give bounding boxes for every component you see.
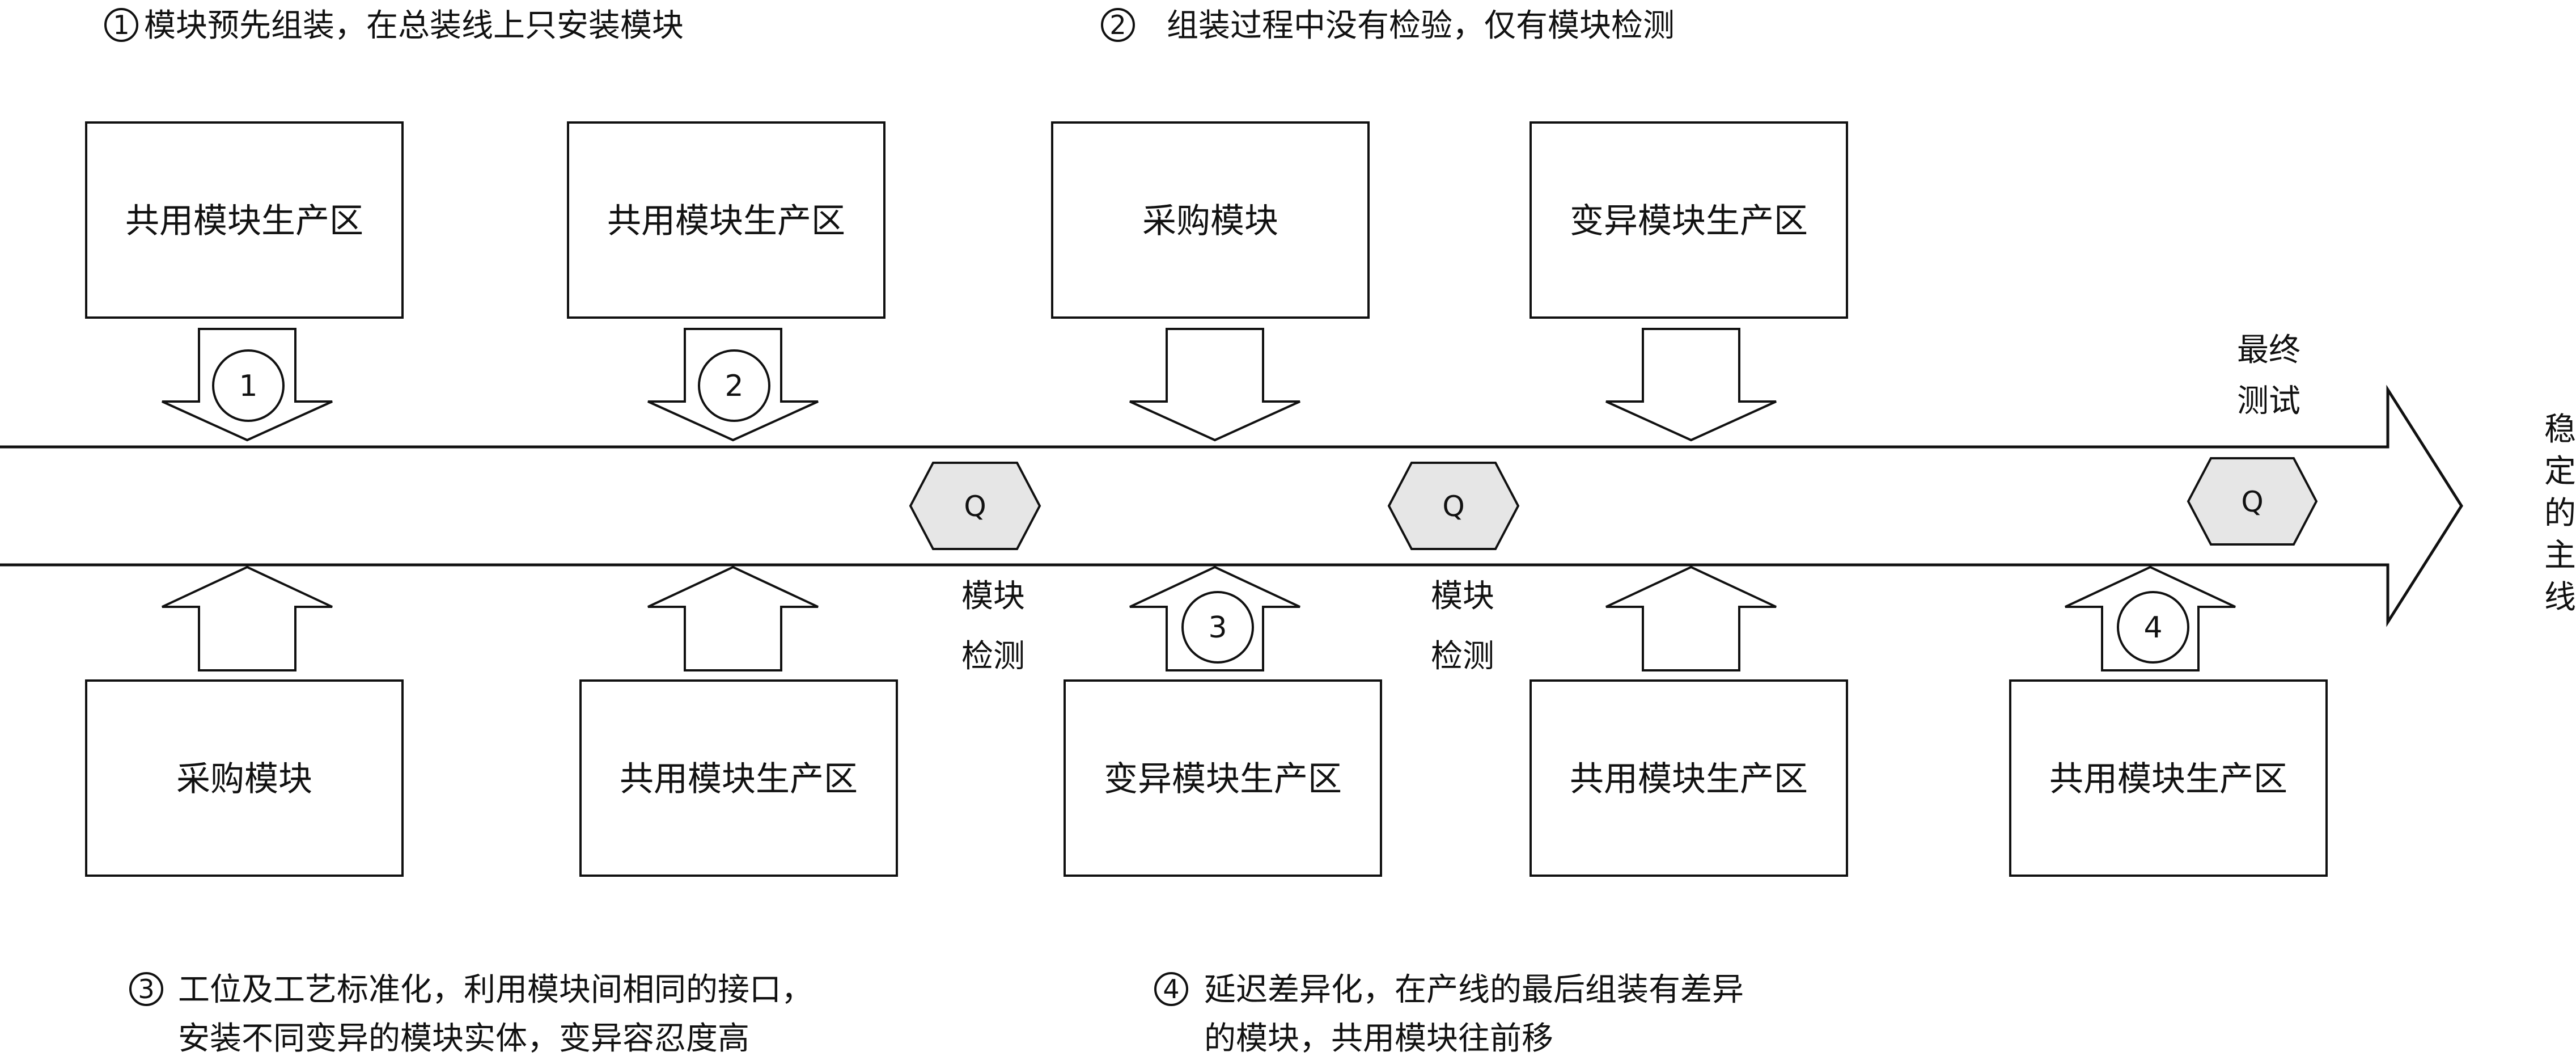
quality-check-3-symbol: Q (2241, 485, 2263, 518)
main-line-label: 稳 定 的 主 线 (2544, 411, 2576, 616)
bottom-box-5 (2009, 679, 2328, 877)
bottom-box-4-label: 共用模块生产区 (1570, 759, 1808, 799)
quality-check-1-label-line-1: 模块 (961, 578, 1025, 615)
top-arrow-3-down (1129, 328, 1300, 442)
note-4-line-1: 延迟差异化，在产线的最后组装有差异 (1204, 971, 1744, 1008)
note-3-number-circle (129, 972, 163, 1006)
quality-check-2-hexagon (1387, 462, 1520, 550)
note-1-number-circle (104, 8, 138, 42)
note-1-number: 1 (113, 10, 129, 40)
bottom-box-4 (1530, 679, 1848, 877)
main-line-arrow (0, 385, 2463, 627)
quality-check-3-hexagon (2187, 457, 2318, 546)
note-2-number-circle (1101, 8, 1135, 42)
main-line-label-char-3: 的 (2544, 495, 2576, 532)
quality-check-1-label-line-2: 检测 (961, 638, 1025, 675)
quality-check-3: Q 最终 测试 (2187, 332, 2318, 546)
bottom-arrow-5-badge-circle (2117, 591, 2189, 664)
note-2: 2 组装过程中没有检验，仅有模块检测 (1101, 7, 1675, 44)
note-4-line-2: 的模块，共用模块往前移 (1204, 1020, 1553, 1056)
quality-check-2-label-line-1: 模块 (1431, 578, 1494, 615)
bottom-arrow-2-up (647, 565, 819, 671)
note-4-number-circle (1154, 972, 1188, 1006)
quality-check-1-hexagon (909, 462, 1041, 550)
top-box-1 (85, 121, 404, 319)
bottom-station-3: 3 变异模块生产区 (1064, 565, 1382, 877)
top-arrow-1-badge: 1 (239, 369, 257, 403)
main-line-label-char-4: 主 (2544, 537, 2576, 574)
note-3-number: 3 (138, 974, 154, 1004)
main-line-label-char-5: 线 (2544, 579, 2576, 616)
note-3: 3 工位及工艺标准化，利用模块间相同的接口， 安装不同变异的模块实体，变异容忍度… (129, 971, 813, 1056)
bottom-arrow-4-up (1605, 565, 1777, 671)
bottom-box-1 (85, 679, 404, 877)
top-arrow-2-badge: 2 (724, 369, 743, 403)
top-station-3: 采购模块 (1051, 121, 1370, 442)
quality-check-2-symbol: Q (1442, 490, 1464, 523)
note-2-line-1: 组装过程中没有检验，仅有模块检测 (1167, 7, 1675, 44)
bottom-box-2 (579, 679, 898, 877)
quality-check-1-symbol: Q (964, 490, 986, 523)
note-4-number: 4 (1163, 974, 1179, 1004)
note-3-line-2: 安装不同变异的模块实体，变异容忍度高 (178, 1020, 749, 1056)
bottom-arrow-3-badge-circle (1181, 591, 1254, 664)
top-arrow-4-down (1605, 328, 1777, 442)
top-arrow-2-badge-circle (698, 349, 770, 422)
quality-check-3-label-line-2: 测试 (2237, 383, 2300, 420)
note-1-line-1: 模块预先组装，在总装线上只安装模块 (144, 7, 684, 44)
bottom-arrow-3-badge: 3 (1208, 611, 1227, 645)
top-box-4 (1530, 121, 1848, 319)
note-3-line-1: 工位及工艺标准化，利用模块间相同的接口， (178, 971, 813, 1008)
bottom-station-2: 共用模块生产区 (579, 565, 898, 877)
main-line-label-char-2: 定 (2544, 453, 2576, 490)
quality-check-2: Q 模块 检测 (1387, 462, 1520, 675)
top-station-2: 共用模块生产区 2 (567, 121, 886, 442)
top-box-3 (1051, 121, 1370, 319)
note-1: 1 模块预先组装，在总装线上只安装模块 (104, 7, 684, 44)
top-box-2-label: 共用模块生产区 (607, 201, 845, 241)
bottom-station-1: 采购模块 (85, 565, 404, 877)
top-box-2 (567, 121, 886, 319)
top-arrow-1-badge-circle (212, 349, 285, 422)
note-2-number: 2 (1109, 10, 1126, 40)
quality-check-3-label-line-1: 最终 (2237, 332, 2300, 369)
top-station-1: 共用模块生产区 1 (85, 121, 404, 442)
bottom-arrow-1-up (162, 565, 333, 671)
bottom-box-2-label: 共用模块生产区 (620, 759, 858, 799)
main-line-label-char-1: 稳 (2544, 411, 2576, 448)
bottom-station-5: 4 共用模块生产区 (2009, 565, 2328, 877)
bottom-box-5-label: 共用模块生产区 (2049, 759, 2287, 799)
top-box-3-label: 采购模块 (1142, 201, 1278, 241)
bottom-station-4: 共用模块生产区 (1530, 565, 1848, 877)
top-box-4-label: 变异模块生产区 (1570, 201, 1808, 241)
bottom-box-1-label: 采购模块 (176, 759, 312, 799)
bottom-box-3-label: 变异模块生产区 (1104, 759, 1342, 799)
top-station-4: 变异模块生产区 (1530, 121, 1848, 442)
top-box-1-label: 共用模块生产区 (125, 201, 363, 241)
bottom-arrow-5-badge: 4 (2143, 611, 2162, 645)
quality-check-1: Q 模块 检测 (909, 462, 1041, 675)
note-4: 4 延迟差异化，在产线的最后组装有差异 的模块，共用模块往前移 (1154, 971, 1744, 1056)
bottom-box-3 (1064, 679, 1382, 877)
quality-check-2-label-line-2: 检测 (1431, 638, 1494, 675)
